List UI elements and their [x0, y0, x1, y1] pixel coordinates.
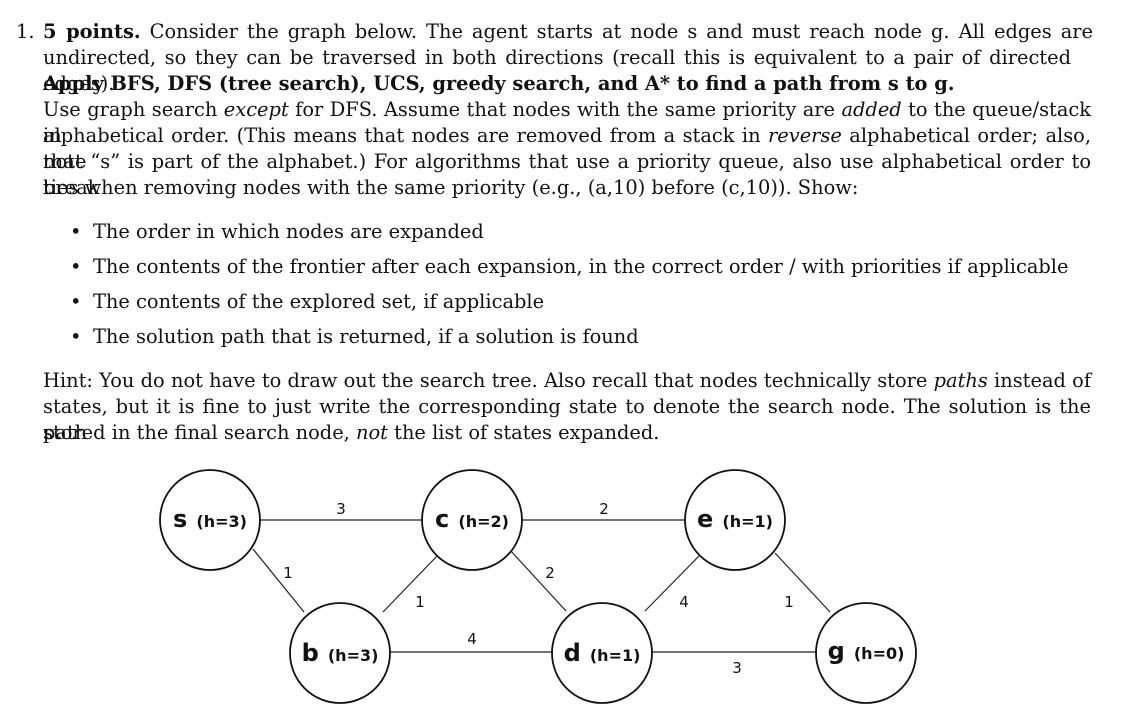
rules-emphasis: added — [841, 98, 902, 121]
rules-line-4: ties when removing nodes with the same p… — [43, 176, 859, 199]
list-item: The order in which nodes are expanded — [93, 220, 484, 243]
svg-text:c (h=2): c (h=2) — [435, 505, 509, 533]
node-name: e — [697, 505, 713, 533]
edge-d-e — [644, 554, 701, 612]
bullet-dot: • — [70, 255, 82, 278]
intro-line-1: 5 points. Consider the graph below. The … — [43, 19, 1093, 45]
intro-text-1: Consider the graph below. The agent star… — [149, 20, 1094, 43]
node-heuristic: (h=3) — [196, 512, 247, 531]
hint-text: the list of states expanded. — [387, 421, 660, 444]
edge-cost-e-g: 1 — [784, 593, 794, 611]
problem-number: 1. — [16, 20, 35, 43]
node-heuristic: (h=3) — [328, 646, 379, 665]
hint-emphasis: paths — [933, 369, 988, 392]
rules-line-1: Use graph search except for DFS. Assume … — [43, 97, 1091, 149]
svg-text:s (h=3): s (h=3) — [173, 505, 247, 533]
edge-cost-b-c: 1 — [415, 593, 425, 611]
list-item: The contents of the explored set, if app… — [93, 290, 545, 313]
list-item: The contents of the frontier after each … — [93, 255, 1069, 278]
node-d: d (h=1) — [551, 602, 653, 704]
edge-cost-d-g: 3 — [732, 659, 742, 677]
rules-line-3: that “s” is part of the alphabet.) For a… — [43, 150, 1091, 199]
node-name: g — [828, 637, 845, 665]
bullet-dot: • — [70, 220, 82, 243]
edge-e-g — [774, 552, 831, 613]
edge-cost-labels: 3 1 1 2 2 4 4 1 3 — [283, 500, 794, 677]
node-c: c (h=2) — [421, 469, 523, 571]
node-name: b — [302, 639, 319, 667]
bullet-dot: • — [70, 290, 82, 313]
rules-line-2: alphabetical order. (This means that nod… — [43, 123, 1091, 175]
edge-cost-c-e: 2 — [599, 500, 609, 518]
edge-cost-b-d: 4 — [467, 630, 477, 648]
svg-text:g (h=0): g (h=0) — [828, 637, 905, 665]
rules-text: alphabetical order; also, note — [43, 124, 1092, 173]
points-label: 5 points. — [43, 20, 141, 43]
edge-c-d — [509, 549, 567, 612]
graph-edges — [252, 519, 831, 653]
hint-emphasis: not — [356, 421, 388, 444]
node-g: g (h=0) — [815, 602, 917, 704]
node-heuristic: (h=0) — [854, 644, 905, 663]
rules-emphasis: except — [223, 98, 289, 121]
svg-text:d (h=1): d (h=1) — [564, 639, 641, 667]
node-name: c — [435, 505, 449, 533]
hint-line-3: stored in the final search node, not the… — [43, 420, 659, 446]
svg-text:b (h=3): b (h=3) — [302, 639, 379, 667]
node-heuristic: (h=1) — [722, 512, 773, 531]
edge-cost-s-b: 1 — [283, 564, 293, 582]
rules-text: alphabetical order. (This means that nod… — [43, 124, 768, 147]
rules-emphasis: reverse — [768, 124, 842, 147]
node-heuristic: (h=1) — [590, 646, 641, 665]
bullet-dot: • — [70, 325, 82, 348]
node-name: d — [564, 639, 581, 667]
edge-cost-d-e: 4 — [679, 593, 689, 611]
rules-text: for DFS. Assume that nodes with the same… — [288, 98, 842, 121]
hint-text: Hint: You do not have to draw out the se… — [43, 369, 934, 392]
intro-line-2: undirected, so they can be traversed in … — [43, 46, 1071, 95]
task-line: Apply BFS, DFS (tree search), UCS, greed… — [43, 72, 955, 95]
edge-cost-s-c: 3 — [336, 500, 346, 518]
node-s: s (h=3) — [159, 469, 261, 571]
hint-line-1: Hint: You do not have to draw out the se… — [43, 368, 1091, 394]
node-b: b (h=3) — [289, 602, 391, 704]
list-item: The solution path that is returned, if a… — [93, 325, 639, 348]
hint-line-2: states, but it is fine to just write the… — [43, 395, 1091, 444]
rules-text: Use graph search — [43, 98, 224, 121]
graph-nodes: s (h=3) c (h=2) e (h=1) — [159, 469, 917, 704]
node-e: e (h=1) — [684, 469, 786, 571]
edge-s-b — [252, 548, 305, 613]
edge-cost-c-d: 2 — [545, 564, 555, 582]
hint-text: instead of — [987, 369, 1091, 392]
node-name: s — [173, 505, 187, 533]
svg-text:e (h=1): e (h=1) — [697, 505, 773, 533]
node-heuristic: (h=2) — [458, 512, 509, 531]
edge-b-c — [382, 554, 439, 613]
hint-text: stored in the final search node, — [43, 421, 357, 444]
rules-text: to the queue/stack in — [43, 98, 1091, 147]
